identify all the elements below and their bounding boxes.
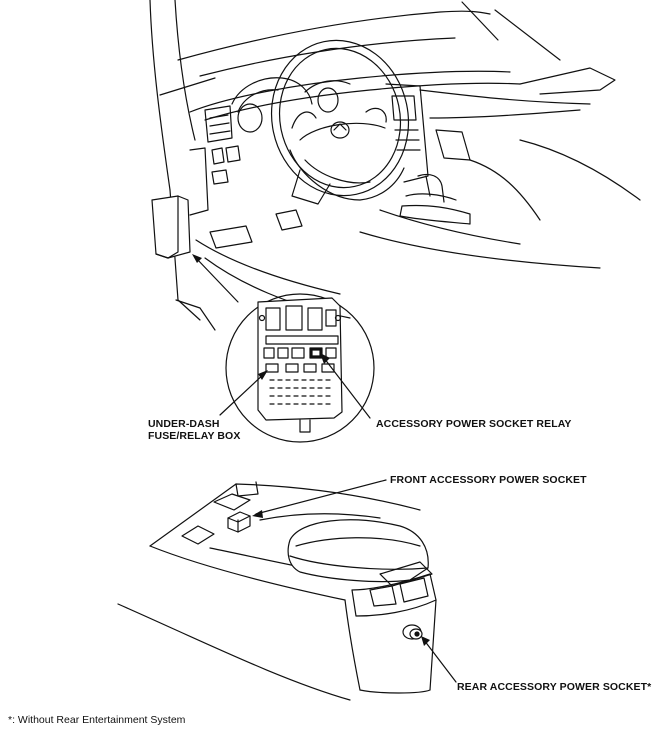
label-under-dash-line1: UNDER-DASH	[148, 418, 220, 430]
arrowhead-rear-socket	[421, 636, 430, 646]
arrowhead-relay	[320, 353, 330, 364]
arrowhead-fusebox-detail	[258, 370, 268, 380]
arrowhead-fusebox	[192, 254, 202, 263]
leader-lines	[195, 257, 457, 683]
label-accessory-power-socket-relay: ACCESSORY POWER SOCKET RELAY	[376, 418, 572, 430]
fuse-relay-box-location	[151, 195, 191, 259]
label-under-dash-line2: FUSE/RELAY BOX	[148, 430, 241, 442]
label-rear-accessory-power-socket: REAR ACCESSORY POWER SOCKET*	[457, 681, 652, 693]
console-illustration	[117, 481, 437, 701]
label-front-accessory-power-socket: FRONT ACCESSORY POWER SOCKET	[390, 474, 587, 486]
dashboard-illustration	[149, 0, 641, 331]
label-under-dash: UNDER-DASH FUSE/RELAY BOX	[148, 418, 240, 442]
footnote: *: Without Rear Entertainment System	[8, 714, 186, 726]
fuse-box-detail	[225, 293, 375, 443]
arrowhead-front-socket	[252, 510, 263, 518]
